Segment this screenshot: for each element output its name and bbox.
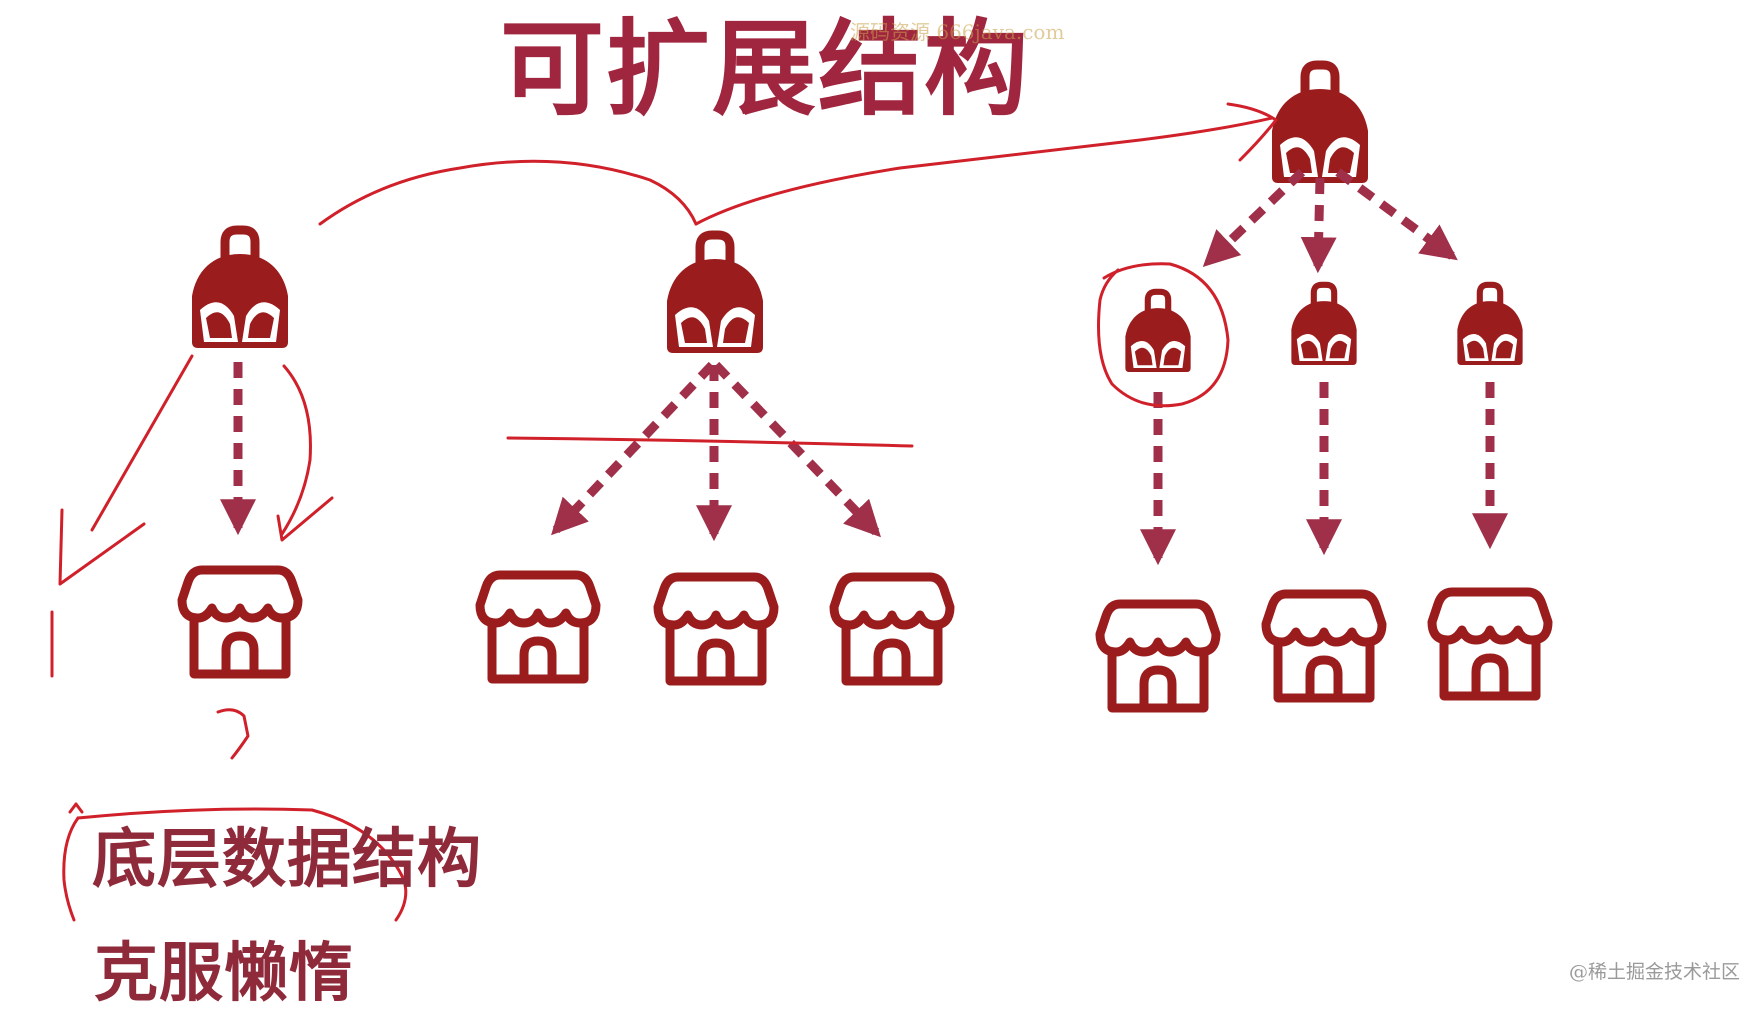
hub-bag-icon-1	[192, 230, 288, 348]
mid-bag-icon-b	[1291, 285, 1356, 365]
arrow-2c	[712, 361, 881, 538]
hub-bag-icon-2	[667, 235, 763, 353]
store-icon-3a	[1100, 604, 1216, 708]
footer-credit: @稀土掘金技术社区	[1568, 961, 1740, 983]
store-icon-2c	[834, 577, 950, 681]
arrow-3a	[1202, 168, 1306, 267]
store-icon-3b	[1266, 594, 1382, 698]
store-icon-1	[182, 570, 298, 674]
mid-bag-icon-a	[1125, 292, 1190, 372]
root-bag-icon	[1272, 65, 1368, 183]
page-title: 可扩展结构	[499, 8, 1030, 130]
mid-bag-icon-c	[1457, 285, 1522, 365]
diagram-canvas	[50, 0, 1750, 922]
handwritten-annotations	[50, 102, 1278, 922]
caption-overcome-laziness: 克服懒惰	[94, 937, 354, 1011]
arrow-3b	[1300, 177, 1337, 274]
caption-data-structure: 底层数据结构	[92, 823, 482, 897]
watermark: 源码资源 666java.com	[850, 20, 1065, 44]
store-icon-2a	[480, 575, 596, 679]
arrow-3c	[1335, 168, 1458, 261]
arrow-2a	[551, 361, 716, 536]
store-icon-3c	[1432, 592, 1548, 696]
store-icon-2b	[658, 577, 774, 681]
